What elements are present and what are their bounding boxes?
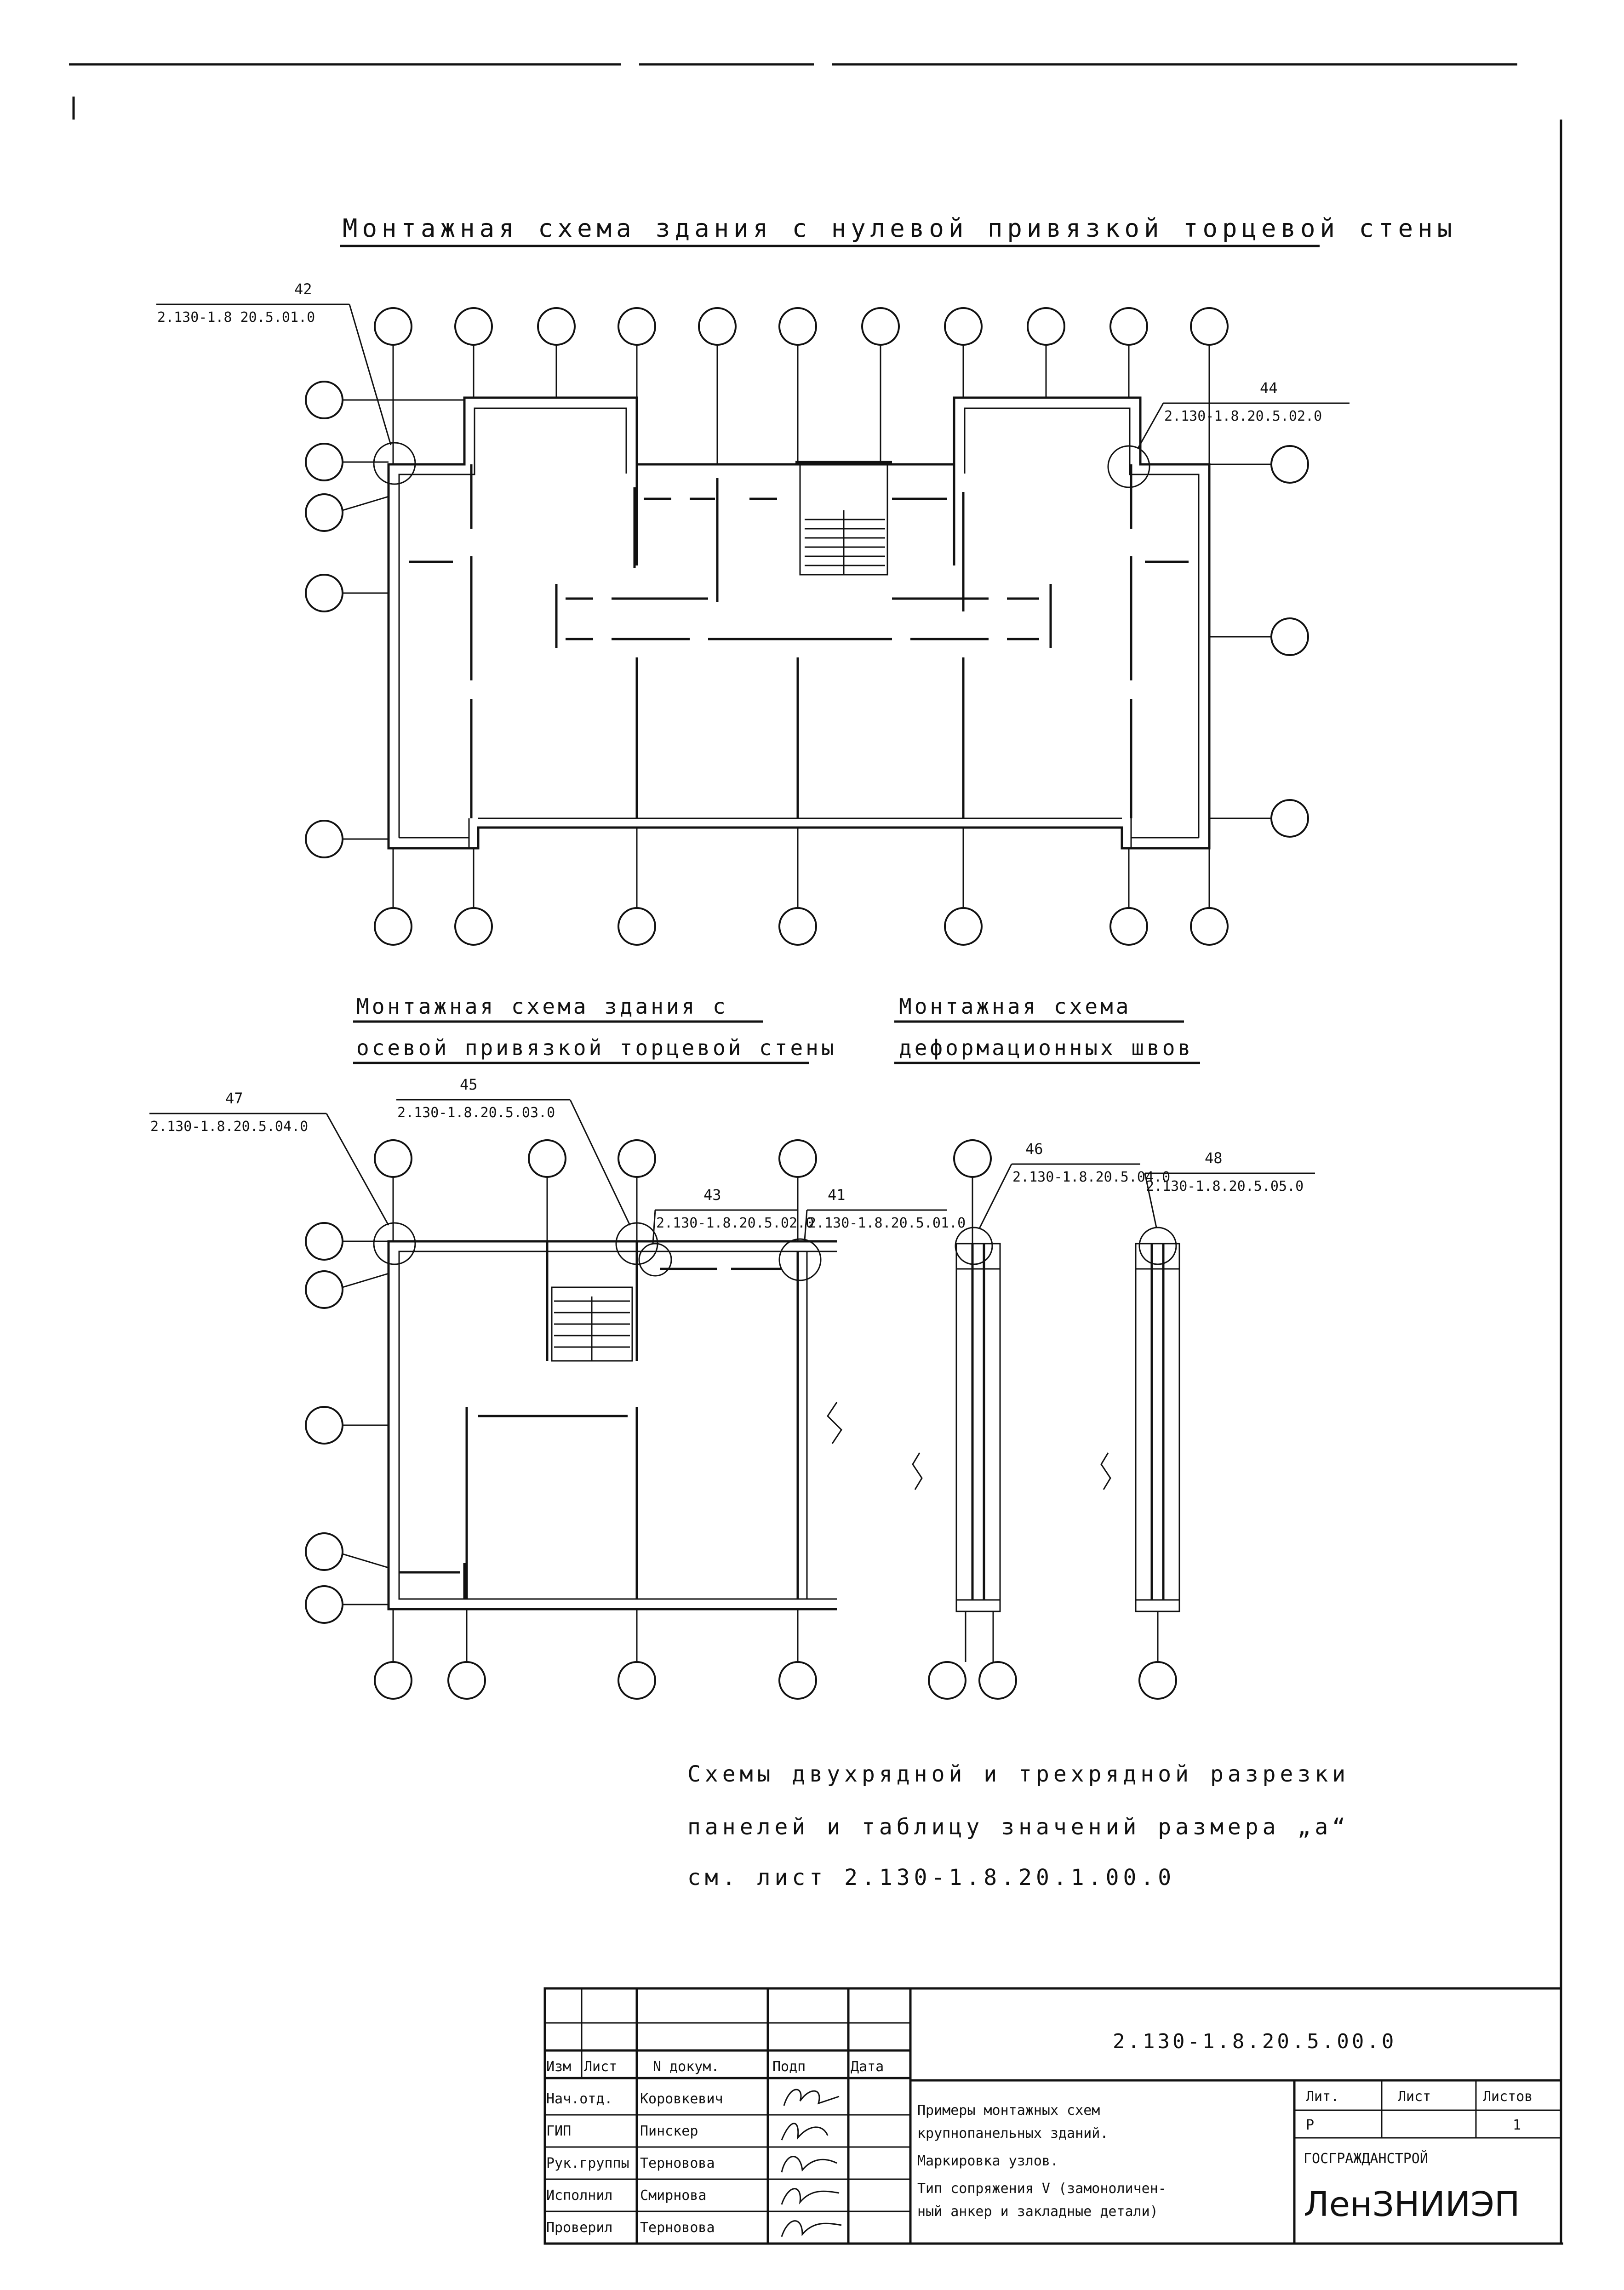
scheme-2-axes <box>305 1139 817 1700</box>
svg-text:Нач.отд.: Нач.отд. <box>546 2091 613 2107</box>
sheet-description: Примеры монтажных схем крупнопанельных з… <box>917 2102 1167 2220</box>
svg-text:Изм: Изм <box>546 2059 571 2075</box>
svg-text:Тип сопряжения V (замоноличен-: Тип сопряжения V (замоноличен- <box>917 2181 1167 2197</box>
svg-text:47: 47 <box>225 1090 243 1107</box>
svg-text:Маркировка узлов.: Маркировка узлов. <box>917 2153 1058 2169</box>
scheme-1: Монтажная схема здания с нулевой привязк… <box>156 214 1457 946</box>
svg-text:Терновова: Терновова <box>640 2155 715 2171</box>
svg-text:2.130-1.8.20.5.05.0: 2.130-1.8.20.5.05.0 <box>1146 1178 1304 1194</box>
svg-text:Примеры монтажных схем: Примеры монтажных схем <box>917 2102 1100 2119</box>
svg-text:43: 43 <box>703 1186 721 1204</box>
svg-text:ГИП: ГИП <box>546 2123 571 2139</box>
scheme-3-title-line1: Монтажная схема <box>899 994 1131 1019</box>
svg-text:48: 48 <box>1205 1149 1223 1167</box>
scheme-1-axis-sides <box>305 381 1309 858</box>
table-row: Исполнил Смирнова <box>546 2187 840 2205</box>
svg-text:1: 1 <box>1513 2117 1521 2133</box>
scheme-3-joint-2 <box>1100 1227 1180 1700</box>
svg-text:2.130-1.8.20.5.03.0: 2.130-1.8.20.5.03.0 <box>397 1105 555 1121</box>
scheme-3-callout-48: 48 2.130-1.8.20.5.05.0 <box>1144 1149 1315 1228</box>
scheme-1-axis-top <box>374 307 1229 464</box>
svg-text:2.130-1.8.20.5.04.0: 2.130-1.8.20.5.04.0 <box>150 1119 308 1135</box>
svg-text:N докум.: N докум. <box>653 2059 720 2075</box>
table-row: ГИП Пинскер <box>546 2123 829 2141</box>
svg-text:крупнопанельных зданий.: крупнопанельных зданий. <box>917 2125 1108 2142</box>
scheme-1-walls <box>387 396 1211 850</box>
svg-text:44: 44 <box>1260 379 1278 397</box>
svg-text:Рук.группы: Рук.группы <box>546 2155 629 2171</box>
svg-text:42: 42 <box>294 280 312 298</box>
svg-text:2.130-1.8 20.5.01.0: 2.130-1.8 20.5.01.0 <box>157 309 315 326</box>
svg-text:ный анкер и закладные детали): ный анкер и закладные детали) <box>917 2204 1158 2220</box>
svg-text:Листов: Листов <box>1483 2089 1533 2105</box>
scheme-1-callout-44: 44 2.130-1.8.20.5.02.0 <box>1107 379 1350 488</box>
svg-text:Подп: Подп <box>772 2059 806 2075</box>
scheme-2-callout-41: 41 2.130-1.8.20.5.01.0 <box>778 1186 966 1281</box>
scheme-1-staircase <box>799 463 888 576</box>
scheme-2-title-line1: Монтажная схема здания с <box>356 994 728 1019</box>
svg-text:45: 45 <box>460 1076 478 1093</box>
table-row: Проверил Терновова <box>546 2220 842 2237</box>
scheme-2: Монтажная схема здания с осевой привязко… <box>149 994 966 1700</box>
scheme-2-title-line2: осевой привязкой торцевой стены <box>356 1035 837 1060</box>
doc-code: 2.130-1.8.20.5.00.0 <box>1113 2030 1396 2053</box>
svg-text:Лист: Лист <box>1398 2089 1431 2105</box>
org-ministry: ГОСГРАЖДАНСТРОЙ <box>1304 2150 1428 2167</box>
scheme-2-staircase <box>551 1286 633 1362</box>
scheme-2-callout-45: 45 2.130-1.8.20.5.03.0 <box>396 1076 658 1265</box>
svg-text:Лист: Лист <box>584 2059 617 2075</box>
svg-text:2.130-1.8.20.5.04.0: 2.130-1.8.20.5.04.0 <box>1012 1169 1170 1185</box>
svg-text:2.130-1.8.20.5.02.0: 2.130-1.8.20.5.02.0 <box>656 1215 814 1231</box>
svg-text:Смирнова: Смирнова <box>640 2187 707 2204</box>
scheme-3-joint-1 <box>912 1139 1017 1700</box>
note-line2: панелей и таблицу значений размера „а“ <box>687 1814 1350 1840</box>
note-line3: см. лист 2.130-1.8.20.1.00.0 <box>687 1865 1175 1890</box>
svg-text:Коровкевич: Коровкевич <box>640 2091 723 2107</box>
svg-text:Терновова: Терновова <box>640 2220 715 2236</box>
svg-text:Лит.: Лит. <box>1306 2089 1339 2105</box>
svg-text:Дата: Дата <box>851 2059 884 2075</box>
svg-text:2.130-1.8.20.5.01.0: 2.130-1.8.20.5.01.0 <box>808 1215 966 1231</box>
svg-text:2.130-1.8.20.5.02.0: 2.130-1.8.20.5.02.0 <box>1164 408 1322 424</box>
svg-text:Р: Р <box>1306 2117 1314 2133</box>
table-row: Рук.группы Терновова <box>546 2155 837 2173</box>
svg-text:Исполнил: Исполнил <box>546 2187 613 2204</box>
svg-text:41: 41 <box>828 1186 846 1204</box>
svg-text:Пинскер: Пинскер <box>640 2123 698 2139</box>
scheme-3-title-line2: деформационных швов <box>899 1035 1193 1060</box>
scheme-1-callout-42: 42 2.130-1.8 20.5.01.0 <box>156 280 416 485</box>
scheme-3: Монтажная схема деформационных швов <box>894 994 1315 1700</box>
org-name: ЛенЗНИИЭП <box>1304 2185 1520 2224</box>
svg-text:Проверил: Проверил <box>546 2220 613 2236</box>
scheme-1-title: Монтажная схема здания с нулевой привязк… <box>343 214 1457 243</box>
scheme-2-callout-47: 47 2.130-1.8.20.5.04.0 <box>149 1090 416 1265</box>
scheme-3-callout-46: 46 2.130-1.8.20.5.04.0 <box>978 1140 1170 1229</box>
svg-text:46: 46 <box>1025 1140 1043 1158</box>
scheme-1-axis-bottom <box>374 828 1229 946</box>
table-row: Нач.отд. Коровкевич <box>546 2089 840 2107</box>
signatures-table: Нач.отд. Коровкевич ГИП Пинскер Рук.груп… <box>546 2089 842 2237</box>
note-line1: Схемы двухрядной и трехрядной разрезки <box>687 1761 1350 1787</box>
title-block: 2.130-1.8.20.5.00.0 Изм Лист N докум. По… <box>543 1987 1562 2245</box>
reference-note: Схемы двухрядной и трехрядной разрезки п… <box>687 1761 1350 1890</box>
scheme-2-walls <box>387 1240 842 1610</box>
scheme-2-callout-43: 43 2.130-1.8.20.5.02.0 <box>638 1186 814 1277</box>
